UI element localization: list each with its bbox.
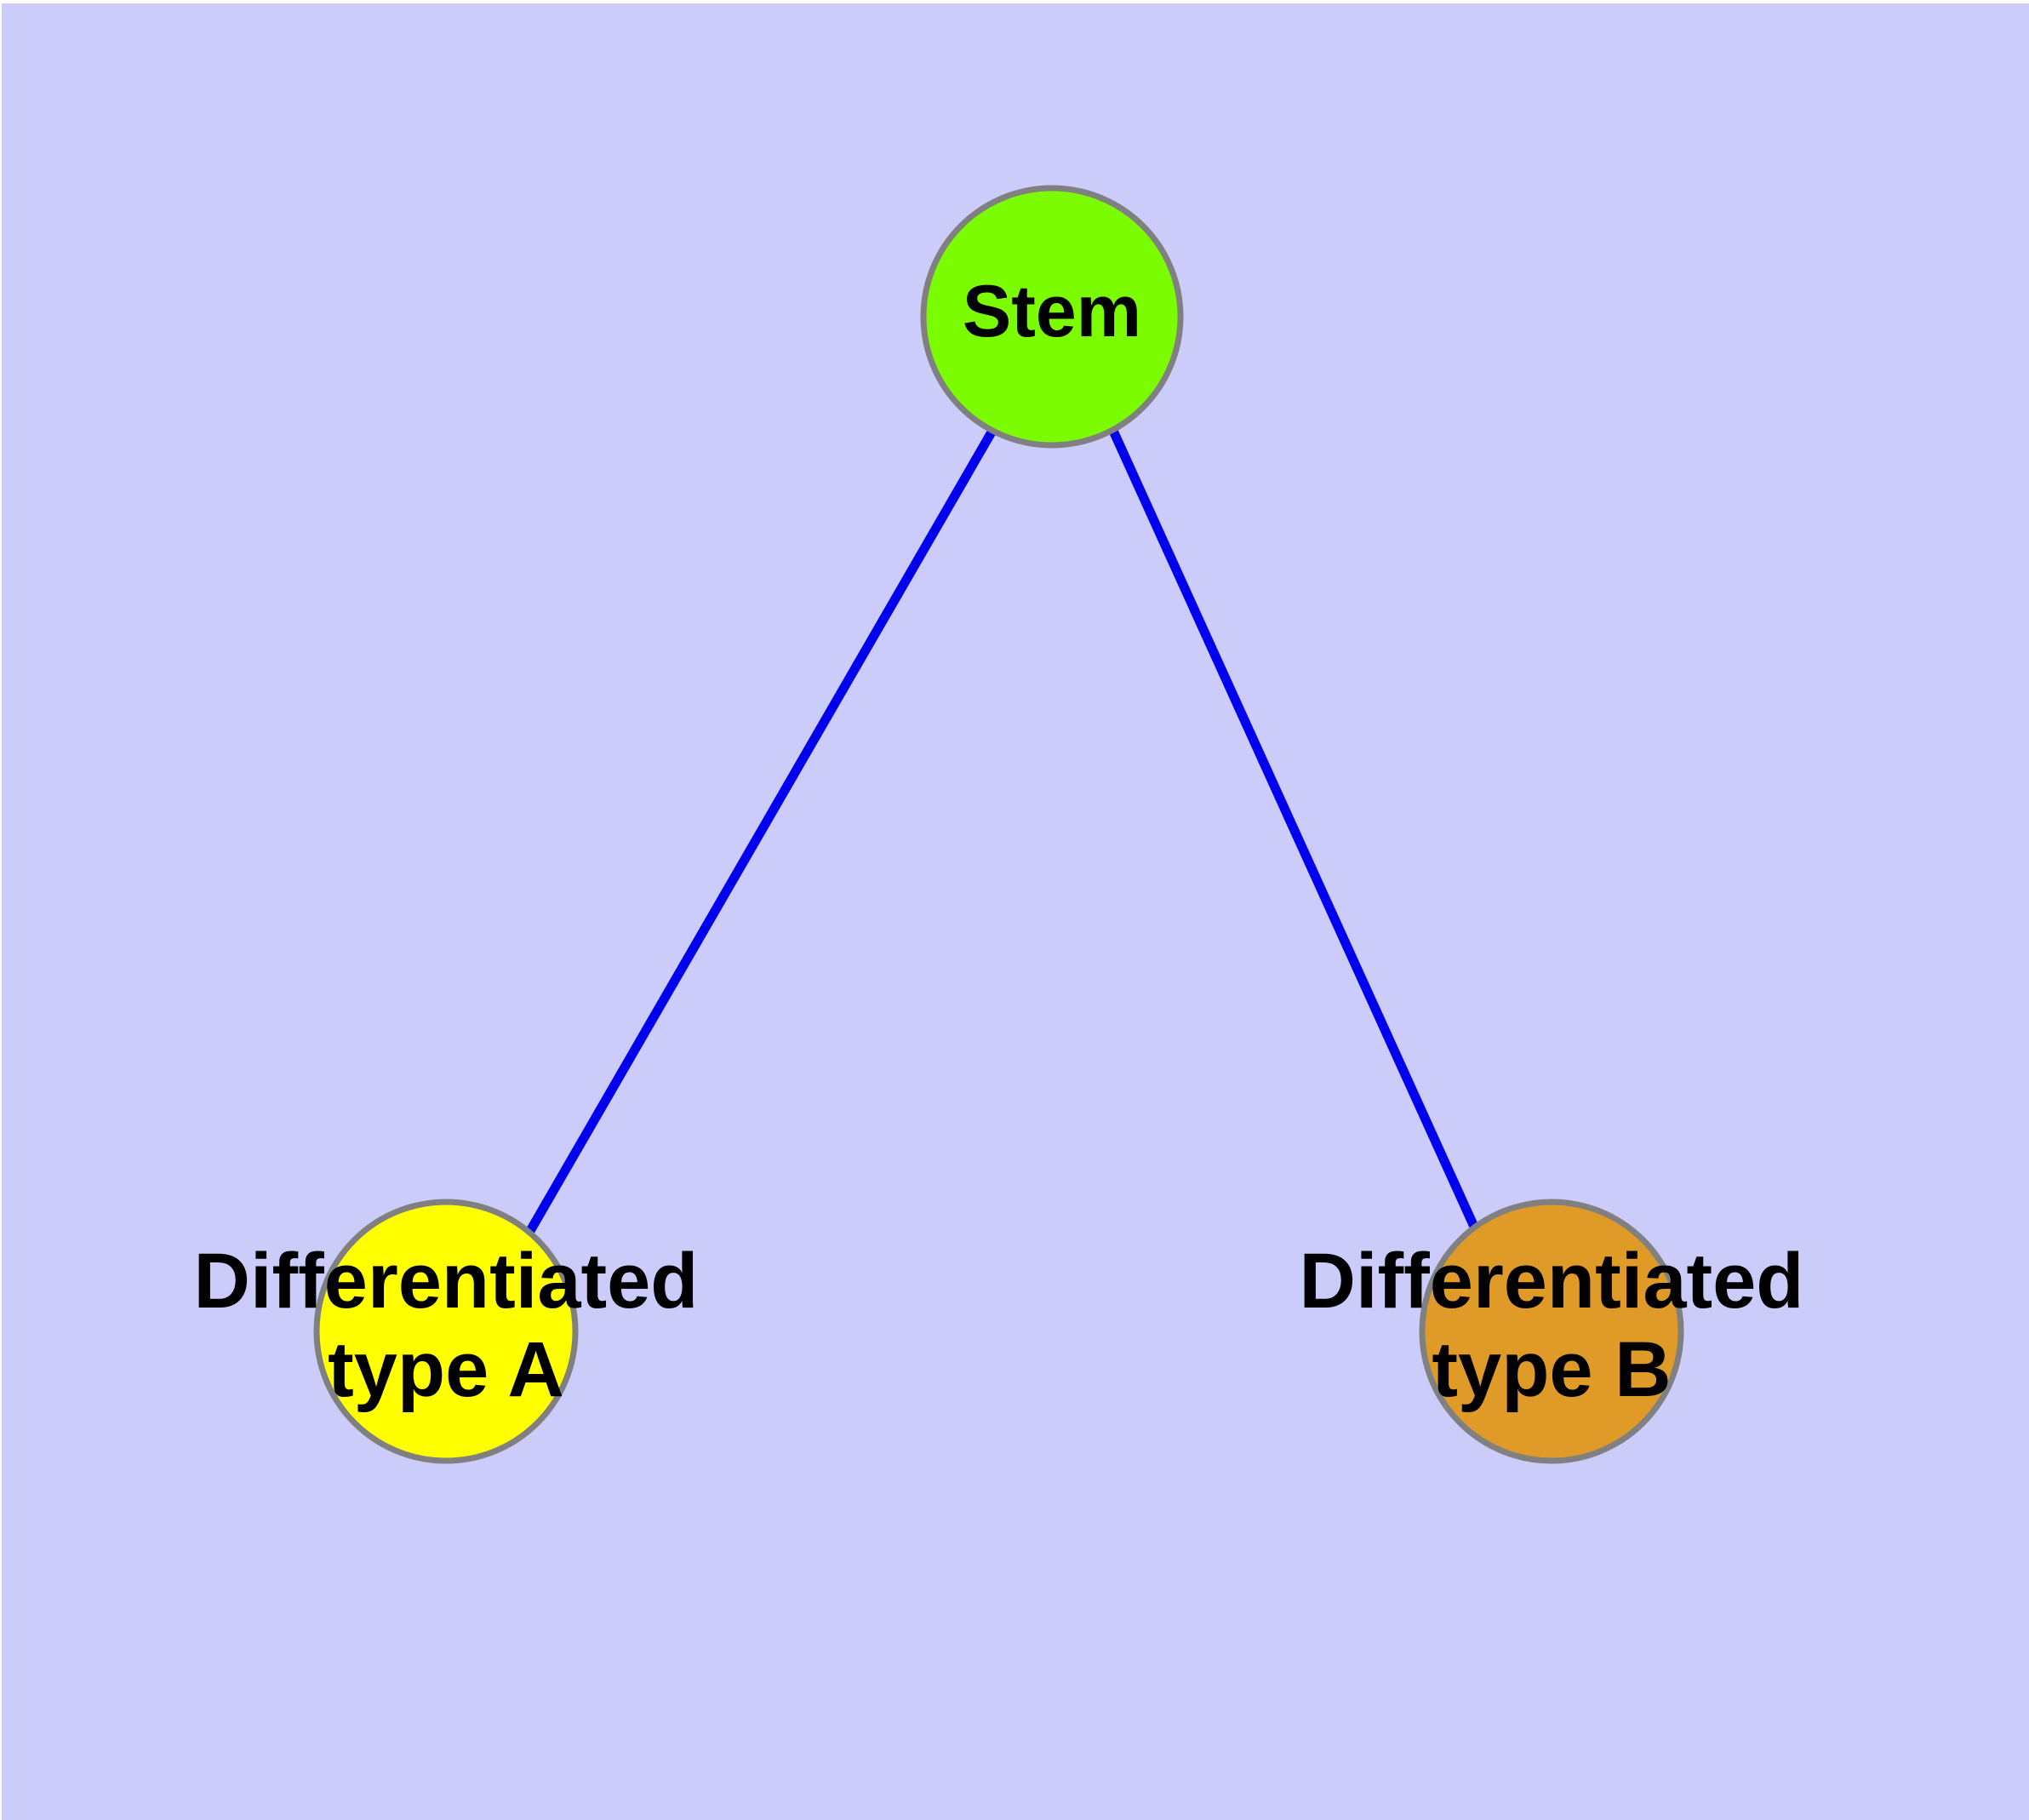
node-differentiated-type-b-circle[interactable] — [1419, 1199, 1684, 1464]
node-label-line: Stem — [963, 271, 1141, 352]
edge-stem-to-differentiated-type-a[interactable] — [520, 428, 997, 1244]
node-label-line: Differentiated — [1300, 1238, 1804, 1325]
node-differentiated-type-a-circle[interactable] — [313, 1199, 579, 1464]
edge-stem-to-differentiated-type-b[interactable] — [1108, 428, 1483, 1239]
node-stem-label: Stem — [963, 271, 1141, 352]
node-stem[interactable]: Stem — [920, 185, 1184, 449]
edge-layer — [520, 428, 1483, 1244]
node-label-line: type A — [328, 1326, 564, 1413]
node-label-line: Differentiated — [194, 1238, 699, 1325]
node-stem-circle[interactable] — [920, 185, 1184, 449]
node-label-line: type B — [1432, 1326, 1671, 1413]
